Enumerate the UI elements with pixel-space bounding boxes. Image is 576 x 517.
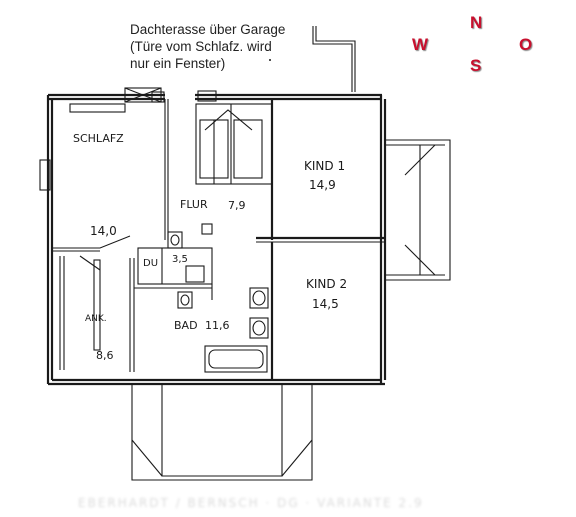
- note-line-1: Dachterasse über Garage: [130, 22, 286, 37]
- room-kind2-name: KIND 2: [306, 277, 347, 291]
- annotation-note: Dachterasse über Garage (Türe vom Schlaf…: [130, 21, 330, 72]
- room-ank-name: ANK.: [85, 314, 107, 324]
- room-kind2-area: 14,5: [312, 297, 339, 311]
- compass-north: N: [470, 13, 483, 32]
- room-kind1-name: KIND 1: [304, 159, 345, 173]
- room-du-area: 3,5: [172, 254, 188, 265]
- compass-east: O: [519, 35, 533, 54]
- compass-west: W: [412, 35, 429, 54]
- room-bad-area: 11,6: [205, 319, 230, 332]
- room-schlafz-name: SCHLAFZ: [73, 132, 124, 145]
- interior-walls: [39, 99, 385, 380]
- room-bad-name: BAD: [174, 319, 198, 332]
- note-line-2: (Türe vom Schlafz. wird: [130, 39, 272, 54]
- room-ank-area: 8,6: [96, 349, 114, 362]
- note-line-3: nur ein Fenster): [130, 56, 226, 71]
- outer-walls: [46, 93, 387, 386]
- room-du-name: DU: [143, 258, 158, 269]
- room-flur-name: FLUR: [180, 198, 208, 211]
- bottom-bay-window: [131, 384, 313, 481]
- footer-caption: EBERHARDT / BERNSCH · DG · VARIANTE 2.9: [78, 496, 424, 510]
- right-bay-window: [385, 139, 451, 281]
- room-flur-area: 7,9: [228, 199, 246, 212]
- terrace-outline: [269, 26, 356, 92]
- room-kind1-area: 14,9: [309, 178, 336, 192]
- top-openings: [69, 87, 217, 113]
- compass-south: S: [470, 56, 482, 75]
- room-schlafz-area: 14,0: [90, 224, 117, 238]
